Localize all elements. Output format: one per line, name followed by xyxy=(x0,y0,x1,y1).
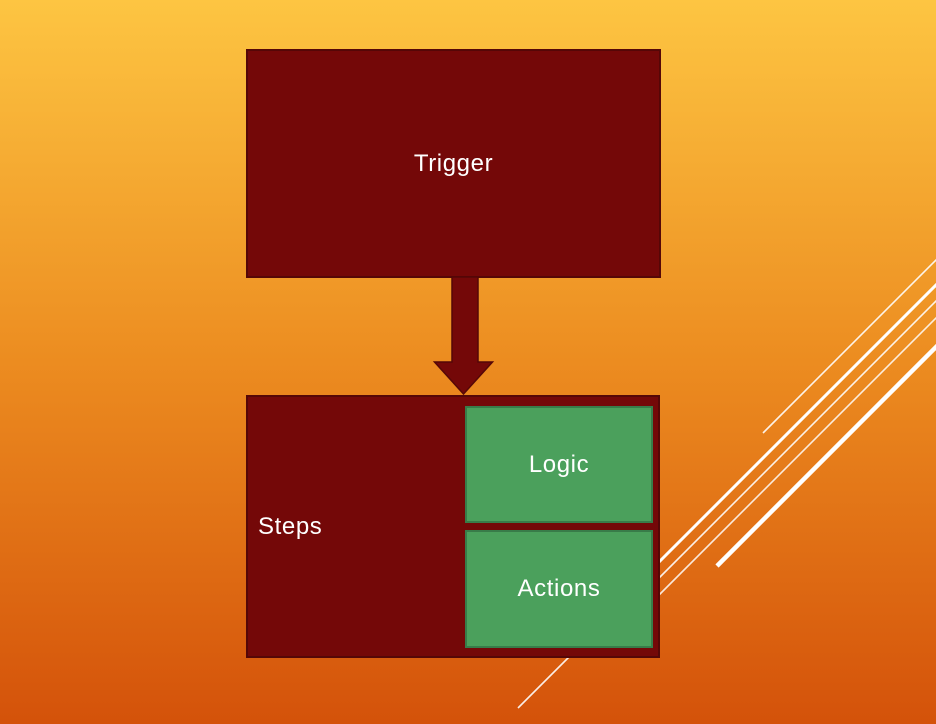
node-actions-label: Actions xyxy=(517,575,601,602)
node-steps-label: Steps xyxy=(258,512,323,540)
node-trigger: Trigger xyxy=(246,49,661,278)
node-logic: Logic xyxy=(465,406,653,523)
diagonal-line xyxy=(655,299,936,582)
node-logic-label: Logic xyxy=(528,450,590,478)
diagonal-line xyxy=(762,258,936,434)
diagonal-line xyxy=(655,316,936,599)
diagonal-line xyxy=(715,343,936,568)
node-steps: Steps Logic Actions xyxy=(246,395,660,658)
diagonal-line xyxy=(654,282,936,567)
diagonal-line xyxy=(517,653,573,709)
node-actions: Actions xyxy=(465,530,653,648)
node-trigger-label: Trigger xyxy=(413,149,494,177)
